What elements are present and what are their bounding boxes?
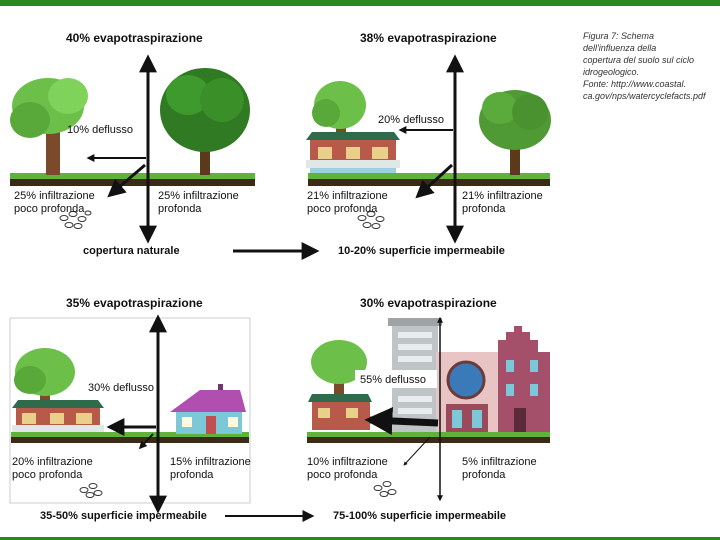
evapotranspiration-label: 35% evapotraspirazione bbox=[66, 296, 203, 310]
runoff-label: 30% deflusso bbox=[88, 382, 155, 394]
shallow-infiltration-label: 10% infiltrazione bbox=[307, 456, 388, 468]
deep-infiltration-label: 15% infiltrazione bbox=[170, 456, 251, 468]
pebbles-icon bbox=[79, 483, 103, 498]
panel-35-50-impervious bbox=[9, 314, 251, 514]
shallow-infiltration-label: poco profonda bbox=[307, 469, 378, 481]
caption-line: copertura del suolo sul ciclo bbox=[583, 55, 695, 65]
gabled-building-icon bbox=[498, 326, 550, 432]
pebbles-icon bbox=[373, 481, 397, 497]
deep-infiltration-label: profonda bbox=[170, 469, 214, 481]
caption-line: Fonte: http://www.coastal. bbox=[583, 79, 687, 89]
shallow-infiltration-label: 20% infiltrazione bbox=[12, 456, 93, 468]
runoff-label: 55% deflusso bbox=[360, 374, 427, 386]
evapotranspiration-label: 30% evapotraspirazione bbox=[360, 296, 497, 310]
caption-line: dell'influenza della bbox=[583, 43, 657, 53]
runoff-label-bg bbox=[355, 370, 437, 388]
shallow-infiltration-arrow bbox=[107, 163, 146, 198]
shallow-infiltration-label: 21% infiltrazione bbox=[307, 190, 388, 202]
top-accent-bar bbox=[0, 0, 720, 6]
panel-label: 35-50% superficie impermeabile bbox=[40, 510, 207, 522]
house-icon bbox=[12, 400, 104, 432]
panel-label: copertura naturale bbox=[83, 245, 180, 257]
pebbles-icon bbox=[59, 210, 92, 229]
caption-line: Figura 7: Schema bbox=[583, 31, 655, 41]
shallow-infiltration-label: poco profonda bbox=[307, 203, 378, 215]
shallow-infiltration-label: poco profonda bbox=[14, 203, 85, 215]
house-icon bbox=[170, 384, 246, 434]
deep-infiltration-label: 21% infiltrazione bbox=[462, 190, 543, 202]
tree-icon bbox=[311, 340, 367, 402]
runoff-label: 20% deflusso bbox=[378, 114, 445, 126]
panel-label: 75-100% superficie impermeabile bbox=[333, 510, 507, 522]
evapotranspiration-label: 38% evapotraspirazione bbox=[360, 31, 497, 45]
grass-strip bbox=[308, 173, 550, 179]
deep-infiltration-label: 5% infiltrazione bbox=[462, 456, 537, 468]
tree-icon bbox=[479, 90, 551, 175]
panel-natural-cover bbox=[8, 50, 258, 244]
ground-strip bbox=[10, 179, 255, 186]
shallow-infiltration-arrow bbox=[403, 436, 431, 466]
runoff-label: 10% deflusso bbox=[67, 124, 134, 136]
deep-infiltration-label: profonda bbox=[462, 203, 506, 215]
panel-10-20-impervious bbox=[306, 50, 551, 244]
figure-caption: Figura 7: Schema dell'influenza della co… bbox=[583, 30, 720, 102]
house-icon bbox=[308, 394, 372, 430]
evapotranspiration-label: 40% evapotraspirazione bbox=[66, 31, 203, 45]
tree-icon bbox=[160, 68, 250, 175]
grass-strip bbox=[11, 432, 249, 437]
ground-strip bbox=[307, 437, 550, 443]
tree-icon bbox=[14, 348, 75, 410]
house-icon bbox=[306, 132, 400, 173]
tree-icon bbox=[10, 78, 88, 175]
deep-infiltration-label: profonda bbox=[462, 469, 506, 481]
caption-line: idrogeologico. bbox=[583, 67, 640, 77]
ground-strip bbox=[11, 437, 249, 443]
grass-strip bbox=[307, 432, 550, 437]
runoff-arrow bbox=[364, 407, 439, 435]
panel-75-100-impervious bbox=[306, 316, 551, 503]
deep-infiltration-label: profonda bbox=[158, 203, 202, 215]
deep-infiltration-label: 25% infiltrazione bbox=[158, 190, 239, 202]
shallow-infiltration-arrow bbox=[138, 433, 154, 450]
shallow-infiltration-label: poco profonda bbox=[12, 469, 83, 481]
caption-line: ca.gov/nps/watercyclefacts.pdf bbox=[583, 91, 706, 101]
pebbles-icon bbox=[357, 211, 385, 229]
shallow-infiltration-label: 25% infiltrazione bbox=[14, 190, 95, 202]
panel-label: 10-20% superficie impermeabile bbox=[338, 245, 505, 257]
shallow-infiltration-arrow bbox=[415, 163, 454, 199]
bottom-accent-bar bbox=[0, 537, 720, 540]
